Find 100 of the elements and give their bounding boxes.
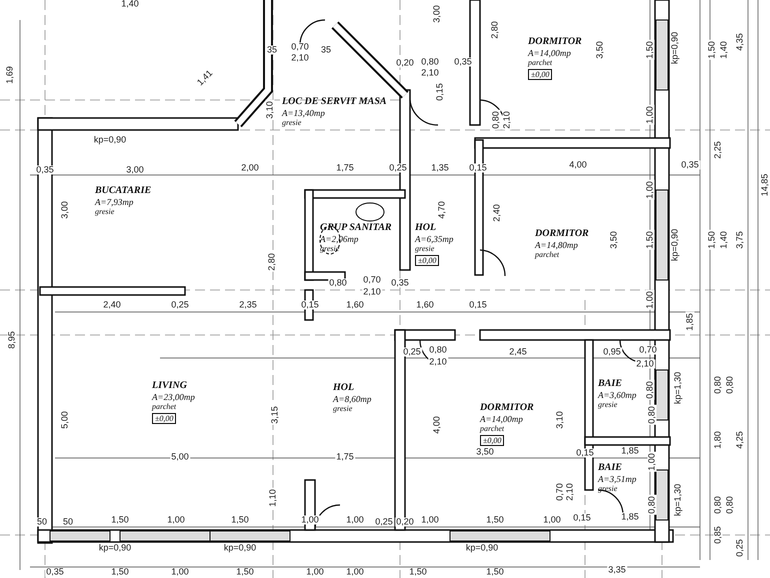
- dimension-label: 1,40: [720, 40, 728, 60]
- area-label: A=23,00mp: [152, 392, 195, 402]
- floor-material-label: gresie: [415, 244, 434, 254]
- dimension-label: 2,45: [508, 348, 528, 356]
- dimension-label: 2,40: [102, 300, 122, 310]
- dimension-label: 1,75: [335, 452, 355, 462]
- dimension-label: 0,25: [374, 518, 394, 526]
- room-name: LOC DE SERVIT MASA: [282, 96, 387, 108]
- window-sill-height-label: kp=0,90: [98, 544, 132, 552]
- room-name: BUCATARIE: [95, 185, 152, 196]
- area-label: A=3,51mp: [598, 474, 636, 484]
- dimension-label: 0,15: [468, 164, 488, 172]
- dimension-label: 2,25: [714, 140, 722, 160]
- dimension-label: 3,10: [556, 410, 564, 430]
- dimension-label: 0,70: [638, 346, 658, 354]
- room-name: BAIE: [598, 462, 622, 474]
- dimension-label: 1,00: [646, 105, 654, 125]
- dimension-label: 3,10: [266, 100, 274, 120]
- dimension-label: 3,00: [60, 200, 70, 220]
- dimension-label: 0,20: [395, 58, 415, 68]
- area-label: A=14,00mp: [480, 414, 523, 424]
- area-label: A=6,35mp: [415, 234, 454, 244]
- level-tag: ±0,00: [152, 413, 176, 424]
- dimension-label: 1,40: [120, 0, 140, 8]
- floor-material-label: gresie: [95, 206, 114, 216]
- dimension-label: 0,80: [726, 375, 734, 395]
- dimension-label: 0,80: [428, 346, 448, 354]
- dimension-label: 1,50: [485, 516, 505, 524]
- dimension-label: 2,10: [502, 110, 512, 130]
- floor-material-label: gresie: [320, 244, 340, 254]
- dimension-label: 3,00: [125, 166, 145, 174]
- dimension-label: 1,50: [646, 230, 654, 250]
- dimension-label: 2,40: [492, 203, 502, 223]
- floor-material-label: parchet: [152, 402, 176, 412]
- dimension-label: 1,50: [110, 516, 130, 524]
- dimension-label: 1,50: [408, 568, 428, 576]
- room-name: DORMITOR: [528, 36, 582, 48]
- dimension-label: 0,35: [453, 58, 473, 66]
- dimension-label: 2,10: [362, 288, 382, 296]
- dimension-label: 1,50: [708, 40, 716, 60]
- dimension-label: 0,25: [170, 300, 190, 310]
- area-label: A=14,00mp: [528, 48, 571, 58]
- dimension-label: 5,00: [170, 452, 190, 462]
- dimension-label: 4,00: [432, 415, 442, 435]
- window-sill-height-label: kp=0,90: [670, 228, 680, 262]
- dimension-label: 1,40: [720, 230, 728, 250]
- dimension-label: 2,80: [490, 20, 500, 40]
- dimension-label: 0,20: [395, 518, 415, 526]
- dimension-label: 1,00: [300, 516, 320, 524]
- dimension-label: 3,00: [432, 4, 442, 24]
- level-tag: ±0,00: [528, 69, 552, 80]
- floor-material-label: gresie: [282, 118, 302, 128]
- dimension-label: 1,60: [345, 300, 365, 310]
- dimension-label: 0,80: [726, 495, 734, 515]
- dimension-label: 0,15: [575, 448, 595, 458]
- dimension-label: 2,10: [290, 54, 310, 62]
- dimension-label: 50: [62, 518, 74, 526]
- room-name: HOL: [415, 222, 436, 234]
- dimension-label: 0,25: [736, 538, 744, 558]
- dimension-label: 8,95: [8, 330, 16, 350]
- dimension-label: 0,35: [390, 278, 410, 288]
- dimension-label: 0,35: [680, 160, 700, 170]
- dimension-label: 3,50: [475, 448, 495, 456]
- window-sill-height-label: kp=1,30: [674, 482, 682, 518]
- area-label: A=7,93mp: [95, 196, 134, 207]
- dimension-label: 0,15: [300, 300, 320, 310]
- dimension-label: 35: [266, 46, 278, 54]
- dimension-label: 0,95: [602, 348, 622, 356]
- room-name: BAIE: [598, 378, 622, 390]
- dimension-label: 3,50: [610, 230, 618, 250]
- dimension-label: 1,00: [170, 568, 190, 576]
- room-name: GRUP SANITAR: [320, 222, 392, 234]
- window-sill-height-label: kp=0,90: [670, 30, 680, 66]
- dimension-label: 5,00: [60, 410, 70, 430]
- dimension-label: 4,00: [568, 160, 588, 170]
- dimension-label: 1,69: [6, 65, 14, 85]
- area-label: A=3,60mp: [598, 390, 636, 400]
- dimension-label: 3,50: [596, 40, 604, 60]
- dimension-label: 0,80: [328, 278, 348, 288]
- dimension-label: 1,10: [268, 488, 278, 508]
- dimension-label: 4,25: [736, 430, 744, 450]
- dimension-label: 2,35: [238, 300, 258, 310]
- area-label: A=13,40mp: [282, 108, 325, 118]
- dimension-label: 3,75: [736, 230, 744, 250]
- dimension-label: 2,10: [566, 482, 574, 502]
- dimension-label: 1,85: [686, 312, 694, 332]
- dimension-label: 2,10: [428, 358, 448, 366]
- dimension-label: 1,85: [620, 512, 640, 522]
- level-tag: ±0,00: [415, 255, 440, 266]
- dimension-label: 1,00: [345, 568, 365, 576]
- floor-material-label: parchet: [480, 424, 504, 434]
- dimension-label: 0,25: [402, 348, 422, 356]
- dimension-label: 0,70: [362, 276, 382, 284]
- dimension-label: 0,70: [290, 42, 310, 52]
- dimension-label: 0,80: [492, 110, 500, 130]
- window-sill-height-label: kp=0,90: [92, 136, 128, 144]
- window-sill-height-label: kp=0,90: [464, 544, 500, 552]
- dimension-label: 3,35: [607, 566, 627, 574]
- dimension-label: 0,80: [648, 405, 656, 425]
- dimension-label: 1,50: [235, 568, 255, 576]
